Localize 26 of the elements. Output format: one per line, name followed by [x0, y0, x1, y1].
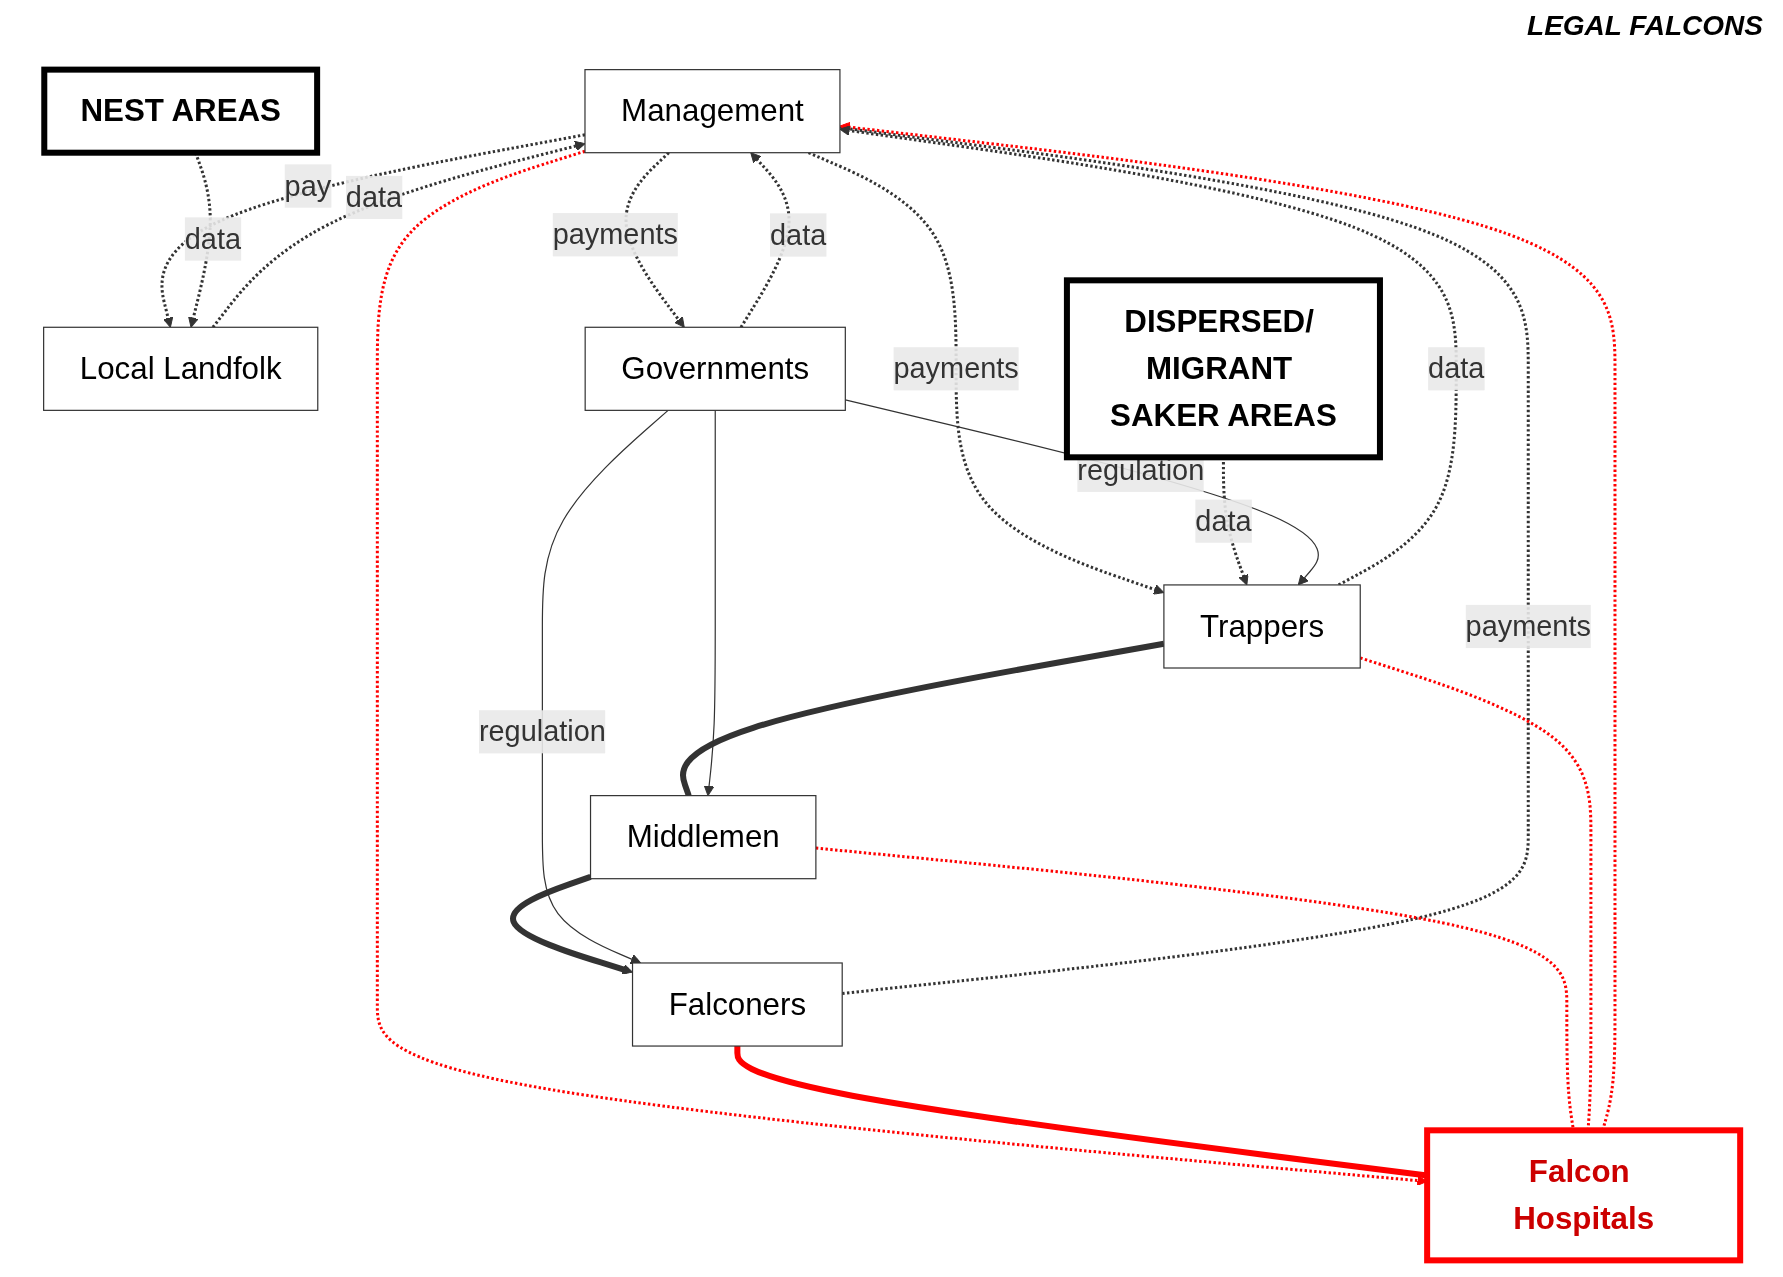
edge-label: data: [1194, 504, 1252, 537]
node-box: Local Landfolk: [42, 326, 318, 411]
node-box: Falconers: [631, 962, 843, 1047]
connector: [679, 640, 1164, 797]
edge-label: payments: [552, 217, 678, 251]
edge-label: payments: [1465, 609, 1591, 643]
edge-label: regulation: [478, 714, 606, 748]
edge-label: data: [345, 180, 402, 214]
node-box: Trappers: [1162, 584, 1361, 669]
edge-label: payments: [893, 351, 1019, 385]
node-box: Falcon Hospitals: [1423, 1127, 1743, 1264]
edge-label: data: [184, 222, 241, 255]
edge-label: pay: [284, 169, 331, 202]
arrow: [839, 123, 1530, 995]
node-box: Management: [583, 69, 841, 154]
flow-label: LEGAL FALCONS: [1527, 10, 1763, 42]
node-box: Middlemen: [589, 795, 817, 880]
edge-label: data: [769, 218, 826, 251]
arrow: [541, 409, 669, 965]
edge-label: data: [1427, 351, 1484, 385]
arrow: [509, 874, 633, 975]
node-box: NEST AREAS: [40, 66, 320, 156]
node-box: DISPERSED/ MIGRANT SAKER AREAS: [1063, 277, 1383, 461]
arrow: [703, 409, 716, 797]
node-box: Governments: [584, 326, 846, 411]
arrow: [807, 151, 1164, 595]
